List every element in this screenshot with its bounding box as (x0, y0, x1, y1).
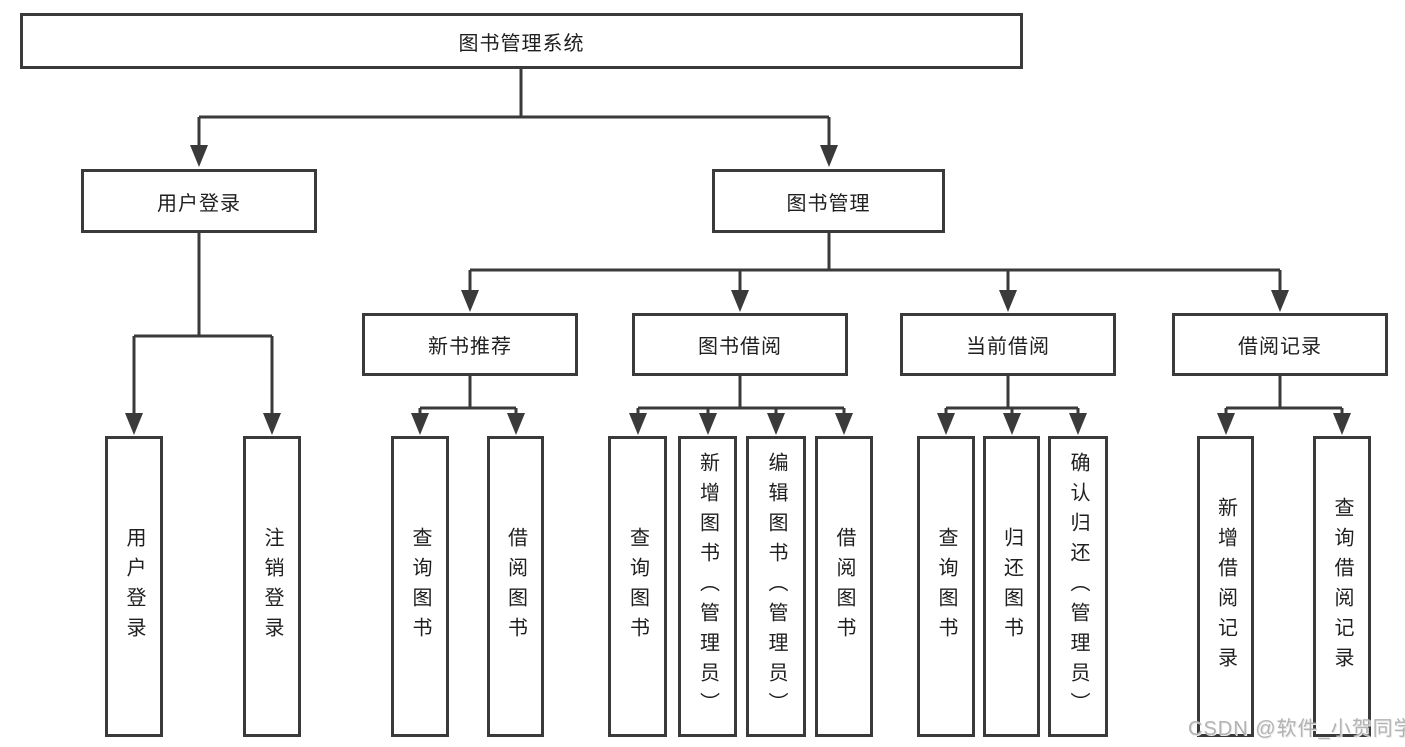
node-book-management: 图书管理 (712, 169, 945, 233)
leaf-query-borrow-record: 查询借阅记录 (1313, 436, 1371, 737)
leaf-add-borrow-record: 新增借阅记录 (1197, 436, 1254, 737)
leaf-borrow-books: 借阅图书 (815, 436, 873, 737)
leaf-label: 编辑图书（管理员） (765, 451, 787, 722)
leaf-add-books-admin: 新增图书（管理员） (678, 436, 737, 737)
leaf-label: 查询图书 (409, 526, 431, 647)
leaf-edit-books-admin: 编辑图书（管理员） (746, 436, 806, 737)
leaf-confirm-return-admin: 确认归还（管理员） (1048, 436, 1108, 737)
leaf-label: 归还图书 (1000, 526, 1023, 647)
leaf-label: 查询借阅记录 (1331, 496, 1353, 677)
leaf-label: 查询图书 (935, 526, 957, 647)
leaf-user-login: 用户登录 (105, 436, 163, 737)
leaf-label: 用户登录 (123, 526, 145, 647)
node-borrow-records: 借阅记录 (1172, 313, 1388, 376)
leaf-label: 注销登录 (261, 526, 283, 647)
leaf-logout: 注销登录 (243, 436, 301, 737)
leaf-query-books-borrow: 查询图书 (608, 436, 667, 737)
leaf-label: 确认归还（管理员） (1067, 451, 1089, 722)
node-new-book-recommend: 新书推荐 (362, 313, 578, 376)
leaf-label: 新增借阅记录 (1214, 496, 1237, 677)
node-current-borrow: 当前借阅 (900, 313, 1116, 376)
leaf-label: 借阅图书 (504, 526, 527, 647)
leaf-return-books: 归还图书 (983, 436, 1040, 737)
node-book-borrow: 图书借阅 (632, 313, 848, 376)
node-user-login: 用户登录 (81, 169, 317, 233)
leaf-label: 查询图书 (626, 526, 649, 647)
leaf-borrow-books-recommend: 借阅图书 (487, 436, 544, 737)
watermark: CSDN @软件_小贺同学 (1188, 718, 1405, 740)
leaf-query-books-recommend: 查询图书 (391, 436, 449, 737)
leaf-label: 借阅图书 (833, 526, 855, 647)
node-root: 图书管理系统 (20, 13, 1023, 69)
leaf-label: 新增图书（管理员） (696, 451, 719, 722)
leaf-query-books-current: 查询图书 (917, 436, 975, 737)
